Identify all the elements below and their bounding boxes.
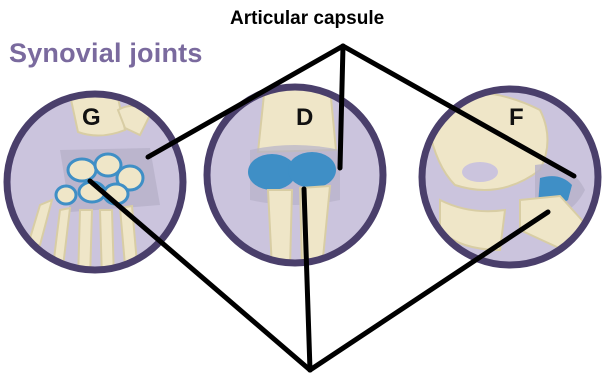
capsule-line-to-d	[340, 46, 343, 168]
articular-capsule-label: Articular capsule	[230, 8, 384, 30]
joint-g-letter: G	[82, 104, 101, 132]
joint-d-letter: D	[296, 104, 313, 132]
page-title: Synovial joints	[9, 38, 203, 69]
joint-f-letter: F	[509, 104, 524, 132]
